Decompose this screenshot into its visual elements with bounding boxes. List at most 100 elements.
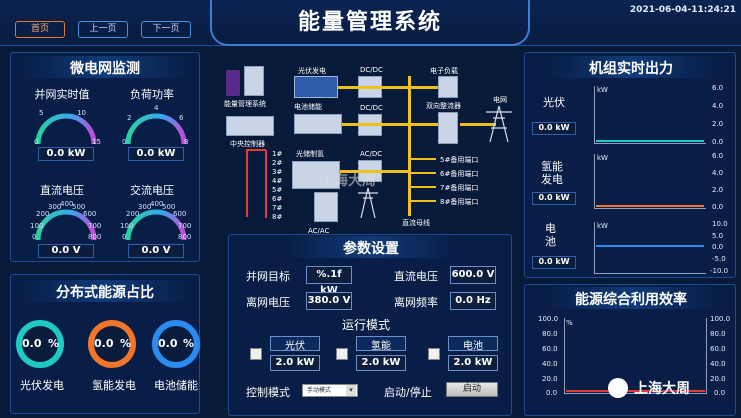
gauge-dcv-tick-0: 0	[32, 233, 37, 241]
hydrogen-bus-line	[340, 170, 410, 173]
mode-battery-label: 电池	[448, 336, 498, 352]
gauge-grid-tick-min: 0	[34, 138, 39, 146]
port-7-label: 7#备用端口	[440, 184, 479, 192]
mode-h2-value[interactable]: 2.0 kW	[356, 355, 406, 371]
relay-top-branch	[246, 149, 266, 151]
ring-h2-value: 0.0	[94, 337, 114, 350]
relay-1: 1#	[272, 150, 283, 158]
dc-voltage-label: 直流电压	[394, 270, 438, 283]
grid-voltage-input[interactable]: 380.0 V	[306, 292, 352, 310]
control-mode-select[interactable]: 手动模式	[302, 384, 358, 397]
control-mode-value: 手动模式	[307, 387, 332, 394]
gauge-load-tick-3: 6	[179, 114, 184, 122]
ring-battery-label: 电池储能	[154, 379, 198, 392]
battery-storage-icon	[294, 114, 342, 134]
mode-h2-label: 氢能	[356, 336, 406, 352]
diagram-central-label: 中央控制器	[230, 140, 265, 148]
nav-home-button[interactable]: 首页	[15, 21, 65, 38]
datetime: 2021-06-04-11:24:21	[629, 5, 736, 15]
gauge-load-tick-2: 4	[154, 104, 159, 112]
dc-voltage-input[interactable]: 600.0 V	[450, 266, 496, 284]
start-button[interactable]: 启动	[446, 382, 498, 397]
eload-icon	[438, 76, 458, 98]
grid-freq-input[interactable]: 0.0 Hz	[450, 292, 496, 310]
unit-output-title-bar	[546, 56, 716, 78]
port-6-line	[410, 172, 436, 174]
mode-h2-checkbox[interactable]	[336, 348, 348, 360]
mode-pv-checkbox[interactable]	[250, 348, 262, 360]
unit-battery-tick-4: -10.0	[710, 267, 729, 275]
mode-pv-value[interactable]: 2.0 kW	[270, 355, 320, 371]
ems-server-icon	[226, 70, 240, 96]
unit-h2-value: 0.0 kW	[532, 192, 576, 205]
gauge-acv-tick-2: 200	[126, 210, 140, 218]
relay-2: 2#	[272, 159, 283, 167]
unit-output-panel	[524, 52, 736, 278]
gauge-label-dcv: 直流电压	[40, 184, 84, 197]
gauge-dcv-tick-8: 800	[88, 233, 102, 241]
gauge-dcv-tick-3: 300	[48, 203, 62, 211]
unit-pv-yaxis	[594, 86, 595, 144]
unit-battery-tick-3: -5.0	[712, 255, 726, 263]
efficiency-left-axis	[564, 318, 565, 394]
relay-4: 4#	[272, 177, 283, 185]
relay-7: 7#	[272, 204, 283, 212]
gauge-dcv-tick-6: 600	[83, 210, 97, 218]
microgrid-title: 微电网监测	[70, 61, 140, 77]
gauge-acv-tick-0: 0	[122, 233, 127, 241]
rectifier-line	[410, 123, 438, 126]
gauge-acv-tick-4: 400	[150, 200, 164, 208]
gauge-acv-arc	[125, 209, 187, 241]
efficiency-title-bar	[546, 287, 716, 309]
unit-battery-tick-0: 10.0	[712, 220, 728, 228]
grid-line	[460, 123, 496, 126]
diagram-acac-label: AC/AC	[308, 227, 330, 235]
grid-target-input[interactable]: %.1f kW	[306, 266, 352, 296]
battery-bus-line	[342, 123, 410, 126]
diagram-dcbus-label: 直流母线	[402, 219, 430, 227]
diagram-rectifier-label: 双向整流器	[426, 102, 461, 110]
chevron-down-icon[interactable]: ▾	[346, 385, 356, 396]
gauge-dcv-tick-1: 100	[30, 222, 44, 230]
nav-next-button[interactable]: 下一页	[141, 21, 191, 38]
gauge-acv-tick-8: 800	[178, 233, 192, 241]
mode-battery-checkbox[interactable]	[428, 348, 440, 360]
wechat-logo-icon	[608, 378, 628, 398]
ring-pv-value: 0.0	[22, 337, 42, 350]
grid-target-label: 并网目标	[246, 270, 290, 283]
distribution-title: 分布式能源占比	[56, 285, 154, 301]
relay-trunk	[246, 149, 248, 217]
distribution-title-bar	[20, 280, 190, 302]
grid-freq-label: 离网频率	[394, 296, 438, 309]
unit-pv-tick-2: 2.0	[712, 120, 724, 128]
ring-h2-label: 氢能发电	[92, 379, 136, 392]
eff-right-tick-3: 40.0	[710, 360, 726, 368]
gauge-dcv-tick-5: 500	[72, 203, 86, 211]
gauge-load-value: 0.0 kW	[128, 147, 184, 161]
port-6-label: 6#备用端口	[440, 170, 479, 178]
mode-pv-label: 光伏	[270, 336, 320, 352]
unit-h2-unit: kW	[597, 154, 608, 162]
mode-battery-value[interactable]: 2.0 kW	[448, 355, 498, 371]
diagram-acdc-label: AC/DC	[360, 150, 383, 158]
port-8-line	[410, 200, 436, 202]
hydrogen-unit-icon	[292, 161, 340, 189]
gauge-dcv-arc	[35, 209, 97, 241]
eff-left-tick-5: 0.0	[546, 389, 558, 397]
unit-pv-tick-1: 4.0	[712, 102, 724, 110]
unit-pv-name: 光伏	[543, 96, 565, 109]
eff-left-tick-0: 100.0	[538, 315, 559, 323]
diagram-ems-label: 能量管理系统	[224, 100, 266, 108]
unit-battery-series-line	[596, 245, 704, 247]
gauge-dcv-tick-4: 400	[60, 200, 74, 208]
gauge-grid-arc	[35, 113, 97, 145]
diagram-eload-label: 电子负载	[430, 67, 458, 75]
unit-pv-value: 0.0 kW	[532, 122, 576, 135]
microgrid-title-bar	[20, 56, 190, 78]
eff-right-tick-4: 20.0	[710, 375, 726, 383]
nav-prev-button[interactable]: 上一页	[78, 21, 128, 38]
ac-tower-icon	[358, 187, 378, 219]
unit-battery-tick-2: 0.0	[712, 243, 724, 251]
efficiency-title: 能源综合利用效率	[575, 292, 687, 308]
unit-battery-value: 0.0 kW	[532, 256, 576, 269]
